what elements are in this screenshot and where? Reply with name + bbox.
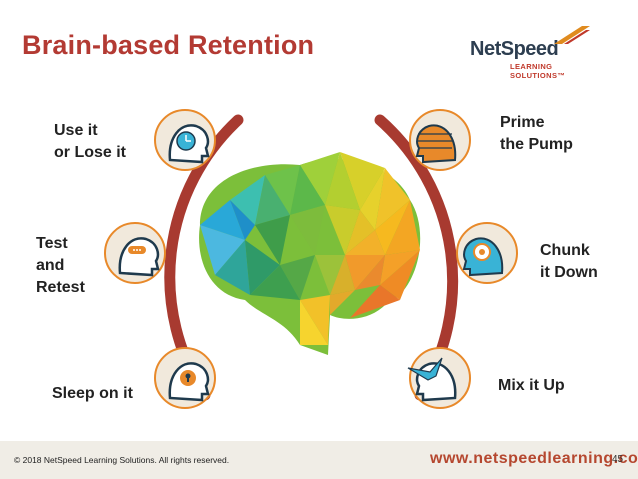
label-test: Test and Retest: [36, 233, 85, 299]
label-mix: Mix it Up: [498, 377, 565, 394]
logo-swoosh-icon: [554, 26, 590, 44]
label-use-it-line2: or Lose it: [54, 144, 127, 161]
label-prime-line1: Prime: [500, 114, 545, 131]
diagram: [104, 109, 518, 409]
page-number: 45: [612, 454, 624, 465]
label-test-line1: Test: [36, 235, 68, 252]
slide-title: Brain-based Retention: [22, 30, 315, 60]
label-chunk: Chunk it Down: [540, 240, 598, 284]
label-use-it: Use it or Lose it: [54, 120, 126, 164]
target-head-icon: [456, 222, 518, 284]
brain-image: [199, 152, 421, 355]
thought-head-icon: [104, 222, 166, 284]
label-test-line2: and: [36, 257, 65, 274]
clock-head-icon: [154, 109, 216, 171]
gears-head-icon: [409, 109, 471, 171]
lock-head-icon: [154, 347, 216, 409]
logo-brand: NetSpeed: [470, 38, 559, 60]
logo-subtitle: LEARNING SOLUTIONS™: [510, 62, 566, 80]
label-use-it-line1: Use it: [54, 122, 98, 139]
footer-bar: © 2018 NetSpeed Learning Solutions. All …: [0, 441, 638, 479]
label-prime-line2: the Pump: [500, 136, 573, 153]
label-chunk-line2: it Down: [540, 264, 598, 281]
netspeed-logo: NetSpeed LEARNING SOLUTIONS™: [460, 22, 610, 82]
website-link[interactable]: www.netspeedlearning.com: [430, 450, 638, 467]
copyright-text: © 2018 NetSpeed Learning Solutions. All …: [14, 455, 230, 465]
label-prime: Prime the Pump: [500, 112, 573, 156]
label-test-line3: Retest: [36, 279, 85, 296]
label-sleep: Sleep on it: [52, 385, 133, 402]
bird-head-icon: [407, 347, 471, 409]
label-chunk-line1: Chunk: [540, 242, 590, 259]
